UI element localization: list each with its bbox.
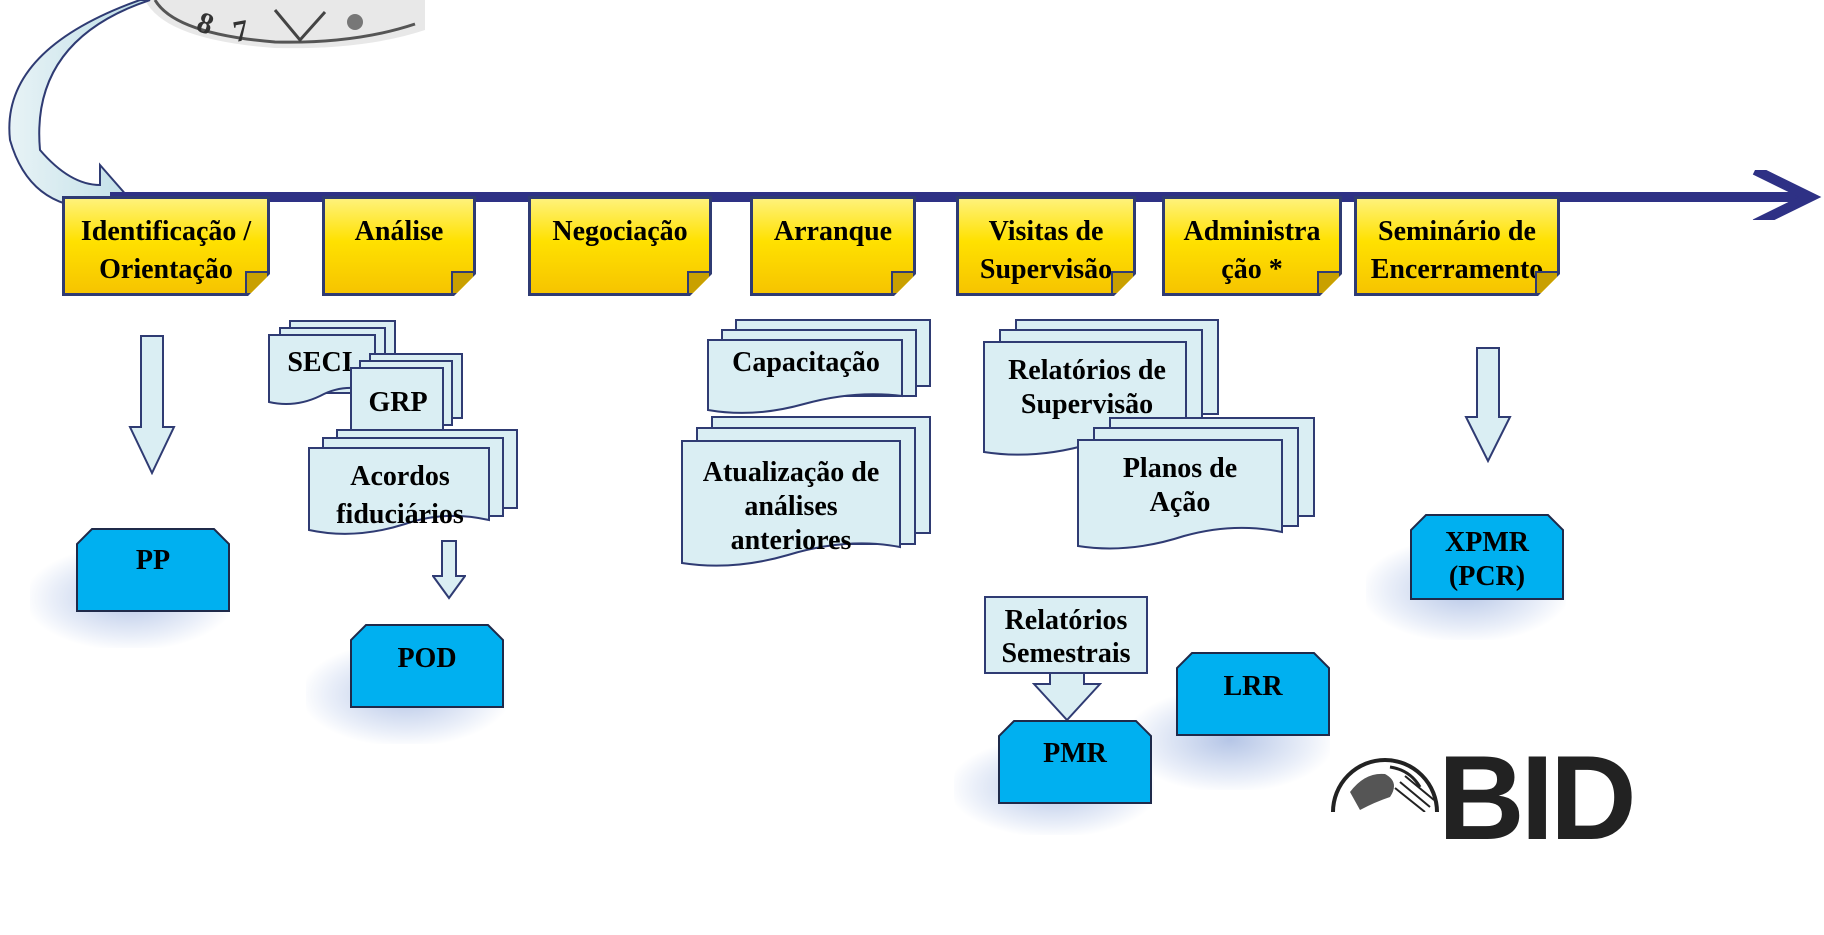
document-stack-acordos (308, 429, 518, 535)
stage-administracao: Administra ção * (1162, 196, 1342, 296)
product-box-pp (76, 528, 230, 612)
stage-identificacao: Identificação / Orientação (62, 196, 270, 296)
document-label-line: Supervisão (1020, 389, 1154, 420)
document-label-grp: GRP (368, 387, 428, 418)
product-label-lrr: LRR (1223, 671, 1283, 702)
stage-label-line: Identificação / (80, 216, 252, 247)
document-label-line: Ação (1149, 487, 1211, 518)
stage-label-line: Análise (354, 216, 444, 247)
stage-label-line: ção * (1221, 254, 1283, 285)
stage-seminario: Seminário de Encerramento (1354, 196, 1560, 296)
down-arrow-icon (432, 540, 466, 600)
product-label-line: (PCR) (1448, 561, 1526, 592)
document-label-seci: SECI (287, 347, 353, 378)
stage-arranque: Arranque (750, 196, 916, 296)
document-stack-capacitacao (707, 319, 931, 414)
document-label-capacitacao: Capacitação (732, 347, 880, 378)
down-arrow-icon (128, 335, 176, 475)
document-label-line: Semestrais (1001, 638, 1131, 669)
product-label-pp: PP (135, 545, 171, 576)
globe-logo-icon (1331, 758, 1439, 812)
document-label-line: Atualização de (702, 457, 880, 488)
document-label-planos-acao: Planos de Ação (1090, 452, 1270, 520)
stage-label-line: Visitas de (988, 216, 1104, 247)
document-label-relatorios-supervisao: Relatórios de Supervisão (992, 354, 1182, 422)
document-label-line: Planos de (1122, 453, 1238, 484)
stage-label-line: Seminário de (1378, 216, 1536, 247)
stage-label-line: Administra (1183, 216, 1321, 247)
stage-negociacao: Negociação (528, 196, 712, 296)
document-label-line: anteriores (730, 525, 852, 556)
document-relatorios-semestrais: Relatórios Semestrais (984, 596, 1148, 674)
product-label-pmr: PMR (1043, 738, 1107, 769)
product-box-xpmr (1410, 514, 1564, 600)
down-arrow-icon (1032, 672, 1102, 722)
document-stack-atualizacao (681, 416, 931, 567)
clock-image: 8 7 (125, 0, 425, 52)
stage-visitas: Visitas de Supervisão (956, 196, 1136, 296)
product-label-xpmr: XPMR (PCR) (1410, 520, 1564, 600)
product-box-pmr (998, 720, 1152, 804)
stage-label-line: Supervisão (979, 254, 1113, 285)
product-label-line: XPMR (1445, 527, 1529, 558)
document-label-line: Relatórios (1004, 605, 1128, 636)
stage-analise: Análise (322, 196, 476, 296)
stage-label-line: Encerramento (1370, 254, 1544, 285)
document-label-line: Relatórios de (1008, 355, 1166, 386)
stage-label-line: Arranque (773, 216, 893, 247)
stage-label-line: Negociação (552, 216, 688, 247)
down-arrow-icon (1464, 347, 1512, 463)
stage-label-line: Orientação (99, 254, 233, 285)
document-label-acordos: Acordos fiduciários (310, 458, 490, 534)
bid-logo-text: BID (1438, 731, 1637, 865)
document-stack-planos-acao (1077, 417, 1315, 550)
document-stack-grp (350, 353, 463, 433)
product-box-pod (350, 624, 504, 708)
product-label-pod: POD (397, 643, 457, 674)
document-label-line: análises (744, 491, 838, 522)
document-label-atualizacao: Atualização de análises anteriores (684, 456, 898, 558)
document-label-line: fiduciários (336, 499, 464, 530)
product-box-lrr (1176, 652, 1330, 736)
svg-text:7: 7 (230, 14, 251, 49)
document-label-line: Acordos (350, 461, 450, 492)
